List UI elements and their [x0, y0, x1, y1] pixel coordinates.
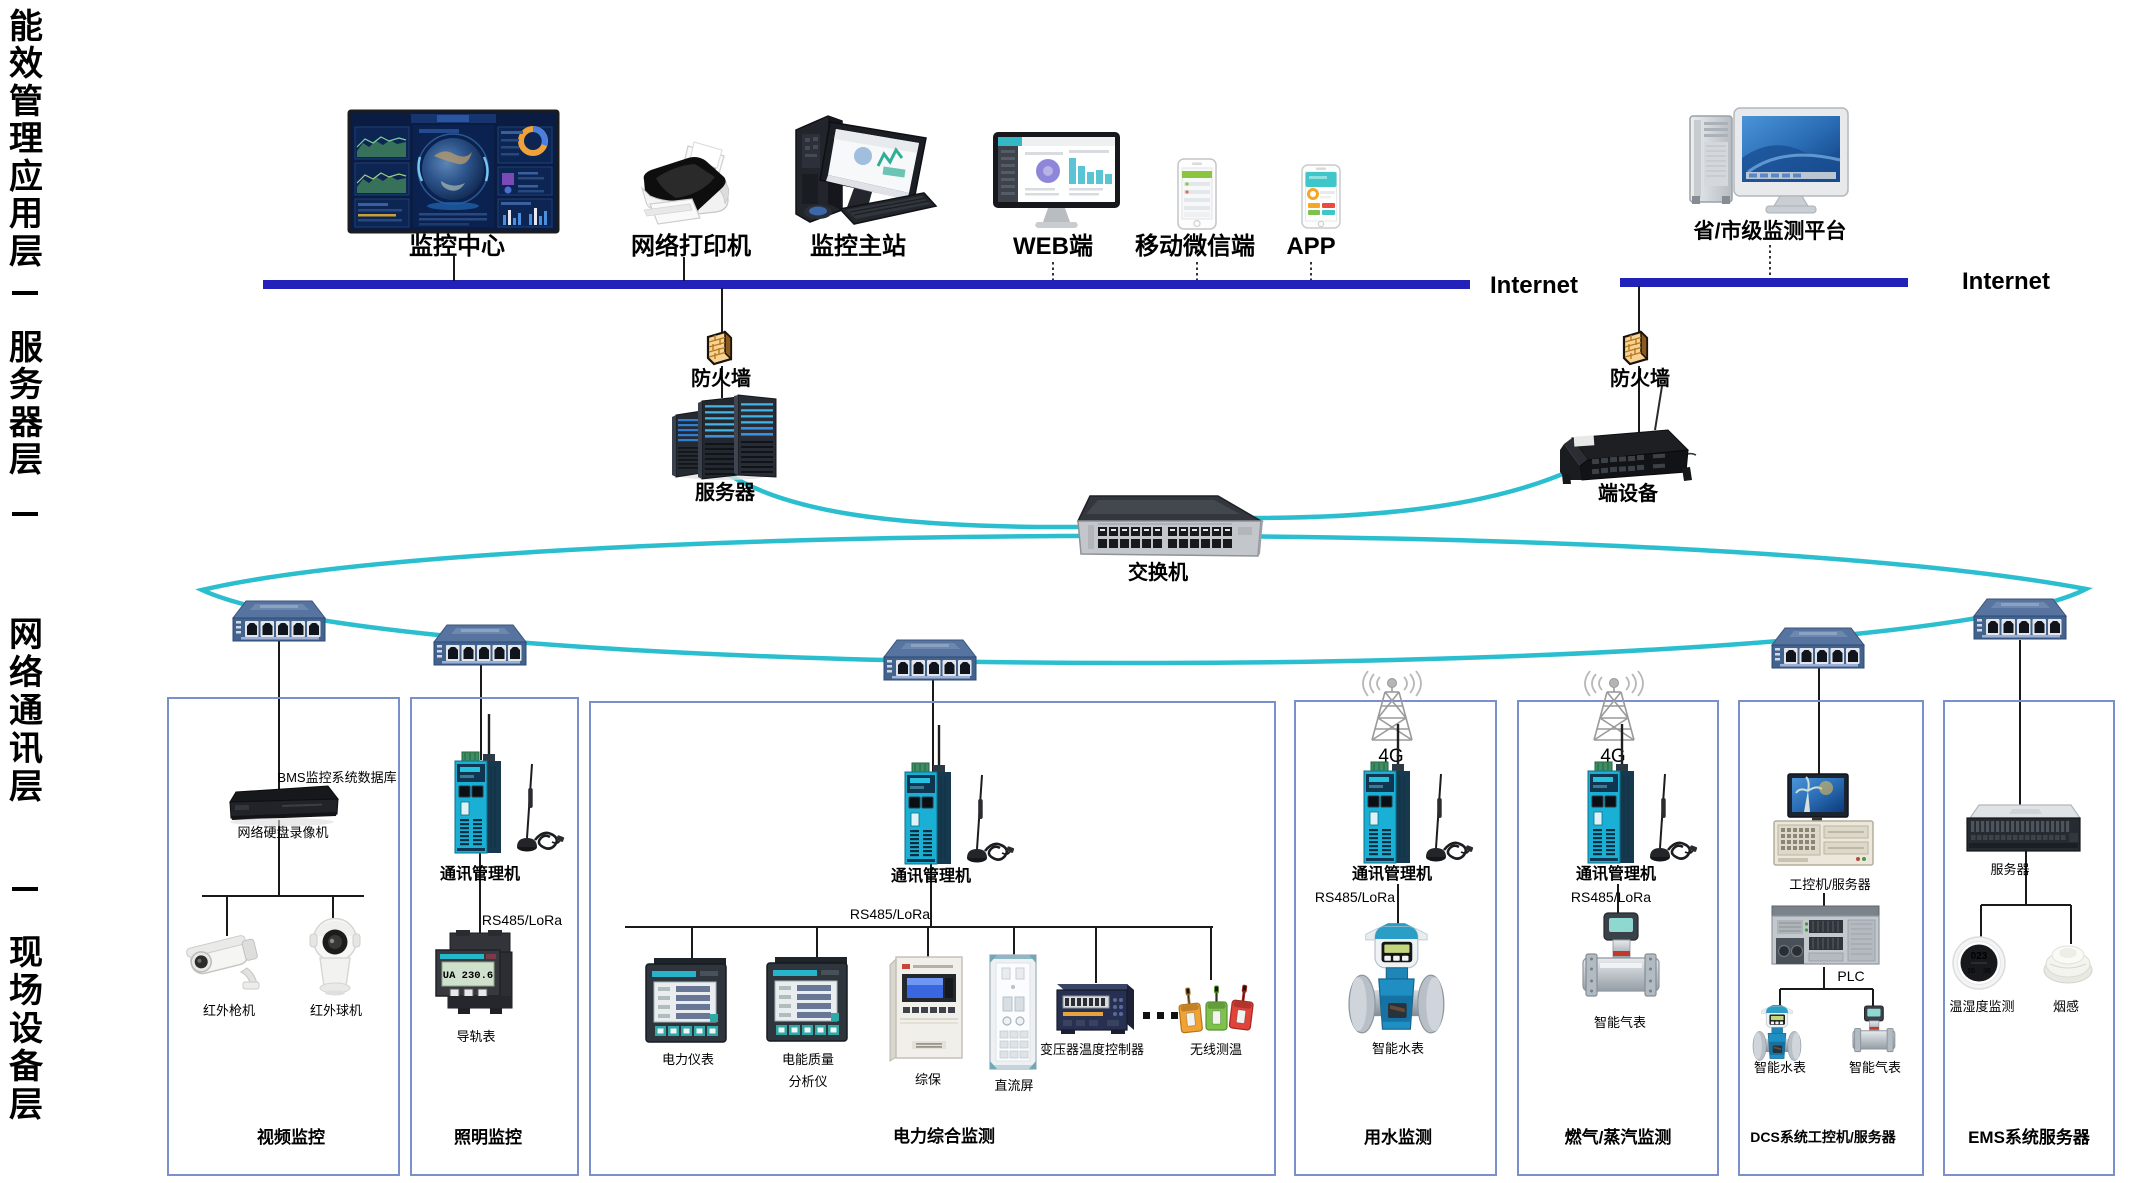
- svg-text:监控中心: 监控中心: [409, 232, 505, 260]
- svg-text:智能气表: 智能气表: [1849, 1060, 1901, 1075]
- svg-text:WEB端: WEB端: [1013, 233, 1093, 260]
- svg-text:红外枪机: 红外枪机: [203, 1003, 255, 1018]
- svg-text:层: 层: [9, 1086, 43, 1124]
- svg-text:务: 务: [9, 366, 43, 404]
- svg-text:讯: 讯: [9, 730, 43, 768]
- svg-text:BMS监控系统数据库: BMS监控系统数据库: [277, 770, 396, 785]
- svg-text:网: 网: [9, 616, 43, 654]
- svg-text:网络打印机: 网络打印机: [631, 232, 751, 260]
- svg-text:无线测温: 无线测温: [1190, 1042, 1242, 1057]
- svg-text:DCS系统工控机/服务器: DCS系统工控机/服务器: [1750, 1129, 1896, 1145]
- svg-text:Internet: Internet: [1962, 268, 2050, 295]
- svg-text:RS485/LoRa: RS485/LoRa: [1571, 889, 1651, 905]
- svg-text:智能气表: 智能气表: [1594, 1015, 1646, 1030]
- svg-text:RS485/LoRa: RS485/LoRa: [1315, 889, 1395, 905]
- svg-text:用: 用: [9, 195, 43, 233]
- svg-text:温湿度监测: 温湿度监测: [1949, 999, 2014, 1014]
- svg-text:变压器温度控制器: 变压器温度控制器: [1040, 1042, 1144, 1057]
- svg-text:电力仪表: 电力仪表: [662, 1052, 714, 1067]
- svg-text:络: 络: [9, 653, 43, 692]
- svg-text:电能质量: 电能质量: [782, 1052, 834, 1067]
- svg-text:防火墙: 防火墙: [1610, 366, 1670, 390]
- svg-text:场: 场: [9, 972, 43, 1010]
- svg-text:电力综合监测: 电力综合监测: [893, 1126, 995, 1146]
- svg-text:监控主站: 监控主站: [810, 232, 906, 260]
- svg-text:交换机: 交换机: [1128, 560, 1188, 584]
- svg-text:能: 能: [9, 8, 43, 46]
- svg-text:通讯管理机: 通讯管理机: [440, 864, 520, 883]
- svg-text:EMS系统服务器: EMS系统服务器: [1968, 1127, 2091, 1147]
- svg-text:通讯管理机: 通讯管理机: [1576, 864, 1656, 883]
- svg-text:烟感: 烟感: [2053, 999, 2079, 1014]
- svg-text:16: 16: [1967, 968, 1975, 975]
- svg-text:设: 设: [9, 1010, 43, 1048]
- svg-text:省/市级监测平台: 省/市级监测平台: [1693, 219, 1847, 243]
- svg-text:工控机/服务器: 工控机/服务器: [1789, 877, 1871, 892]
- svg-text:层: 层: [9, 233, 43, 271]
- svg-text:通: 通: [9, 692, 43, 730]
- svg-text:层: 层: [9, 768, 43, 806]
- svg-text:层: 层: [9, 441, 43, 479]
- svg-text:器: 器: [9, 404, 44, 442]
- svg-text:备: 备: [9, 1048, 44, 1086]
- svg-text:照明监控: 照明监控: [454, 1127, 522, 1147]
- svg-text:通讯管理机: 通讯管理机: [891, 866, 971, 885]
- svg-text:用水监测: 用水监测: [1364, 1127, 1432, 1147]
- svg-text:服务器: 服务器: [695, 480, 756, 504]
- svg-text:导轨表: 导轨表: [456, 1029, 495, 1044]
- svg-text:端设备: 端设备: [1598, 481, 1659, 505]
- svg-text:智能水表: 智能水表: [1372, 1041, 1424, 1056]
- svg-text:Internet: Internet: [1490, 272, 1578, 299]
- svg-text:燃气/蒸汽监测: 燃气/蒸汽监测: [1565, 1127, 1672, 1147]
- svg-text:应: 应: [9, 158, 43, 196]
- svg-text:分析仪: 分析仪: [788, 1074, 827, 1089]
- svg-text:智能水表: 智能水表: [1754, 1060, 1806, 1075]
- svg-text:通讯管理机: 通讯管理机: [1352, 864, 1432, 883]
- svg-text:APP: APP: [1286, 233, 1335, 260]
- svg-text:理: 理: [9, 120, 43, 158]
- svg-text:红外球机: 红外球机: [310, 1003, 362, 1018]
- svg-text:直流屏: 直流屏: [994, 1078, 1033, 1093]
- svg-text:移动微信端: 移动微信端: [1135, 232, 1255, 260]
- svg-text:视频监控: 视频监控: [257, 1127, 325, 1147]
- svg-text:服: 服: [9, 329, 43, 367]
- svg-text:UA 230.6: UA 230.6: [443, 970, 493, 982]
- svg-text:服务器: 服务器: [1990, 862, 2029, 877]
- svg-text:RS485/LoRa: RS485/LoRa: [482, 912, 562, 928]
- svg-text:36: 36: [1983, 968, 1991, 975]
- svg-text:023: 023: [1971, 951, 1988, 962]
- svg-text:防火墙: 防火墙: [691, 366, 751, 390]
- svg-text:现: 现: [9, 934, 43, 972]
- svg-text:网络硬盘录像机: 网络硬盘录像机: [237, 825, 328, 840]
- svg-text:管: 管: [9, 83, 43, 121]
- svg-text:综保: 综保: [915, 1072, 941, 1087]
- svg-text:RS485/LoRa: RS485/LoRa: [850, 906, 930, 922]
- svg-text:PLC: PLC: [1837, 968, 1864, 984]
- svg-text:效: 效: [9, 45, 43, 83]
